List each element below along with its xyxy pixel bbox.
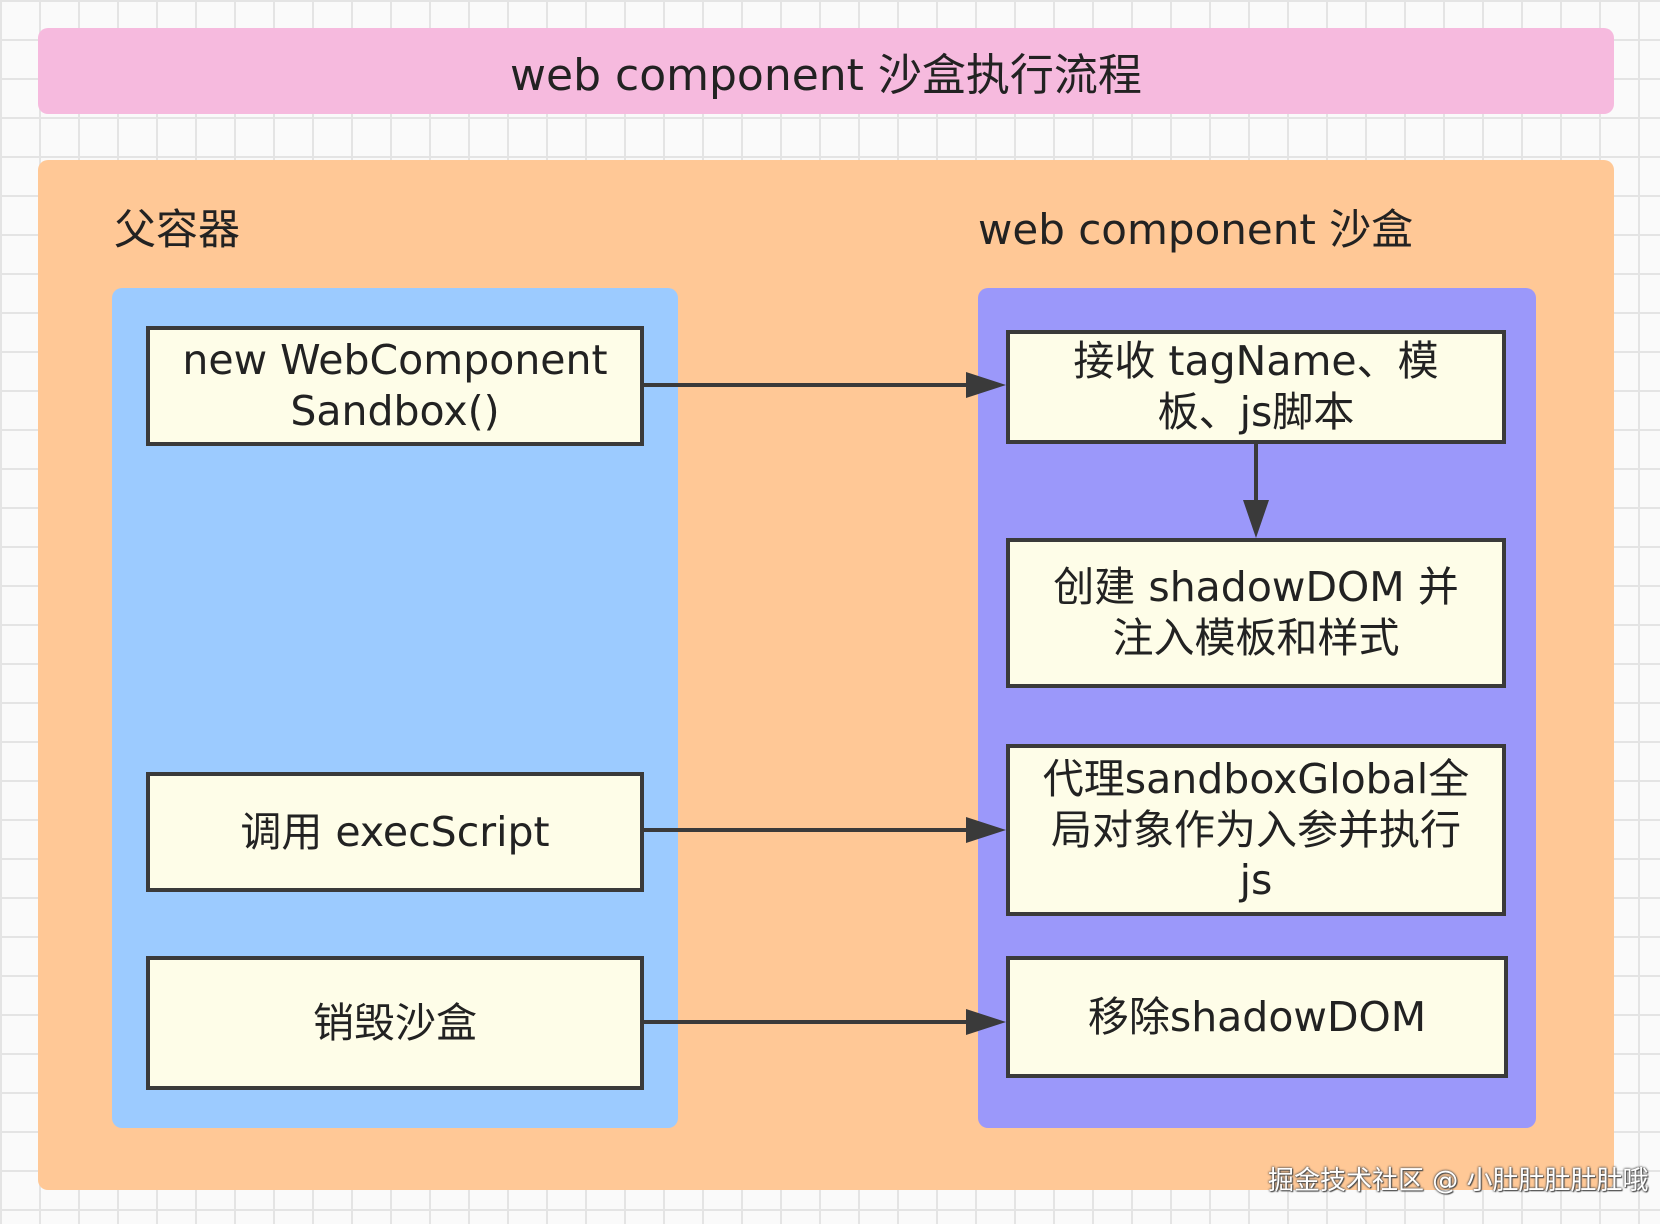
node-receive-template-line-1: 接收 tagName、模	[1073, 337, 1439, 386]
node-create-shadow-dom-line-2: 注入模板和样式	[1112, 614, 1400, 662]
node-create-shadow-dom-text: 创建 shadowDOM 并 注入模板和样式	[1053, 562, 1458, 664]
watermark: 掘金技术社区 @ 小肚肚肚肚肚哦	[1268, 1166, 1649, 1196]
diagram-title-text: web component 沙盒执行流程	[510, 50, 1142, 101]
node-receive-template-text: 接收 tagName、模 板、js脚本	[1073, 336, 1438, 438]
node-proxy-global-line-2: 局对象作为入参并执行	[1051, 805, 1461, 854]
node-receive-template-line-2: 板、js脚本	[1157, 388, 1355, 436]
node-create-shadow-dom-line-1: 创建 shadowDOM 并	[1053, 563, 1459, 612]
node-new-sandbox-line-1: new WebComponent	[182, 336, 608, 385]
node-exec-script-text: 调用 execScript	[240, 807, 550, 856]
diagram-title: web component 沙盒执行流程	[38, 28, 1614, 114]
node-new-sandbox-line-2: Sandbox()	[290, 387, 500, 435]
node-proxy-global-line-1: 代理sandboxGlobal全	[1042, 754, 1470, 803]
node-remove-shadow-dom[interactable]: 移除shadowDOM	[1006, 956, 1508, 1078]
node-new-sandbox[interactable]: new WebComponent Sandbox()	[146, 326, 644, 446]
node-destroy-sandbox[interactable]: 销毁沙盒	[146, 956, 644, 1090]
node-receive-template[interactable]: 接收 tagName、模 板、js脚本	[1006, 330, 1506, 444]
node-new-sandbox-text: new WebComponent Sandbox()	[182, 335, 607, 437]
node-remove-shadow-dom-text: 移除shadowDOM	[1087, 992, 1427, 1041]
node-destroy-sandbox-text: 销毁沙盒	[313, 998, 477, 1047]
parent-lane-label: 父容器	[114, 205, 241, 254]
node-create-shadow-dom[interactable]: 创建 shadowDOM 并 注入模板和样式	[1006, 538, 1506, 688]
node-proxy-global[interactable]: 代理sandboxGlobal全 局对象作为入参并执行 js	[1006, 744, 1506, 916]
node-proxy-global-line-3: js	[1239, 856, 1273, 905]
node-exec-script[interactable]: 调用 execScript	[146, 772, 644, 892]
sandbox-lane-label: web component 沙盒	[978, 205, 1414, 254]
node-proxy-global-text: 代理sandboxGlobal全 局对象作为入参并执行 js	[1043, 754, 1469, 906]
